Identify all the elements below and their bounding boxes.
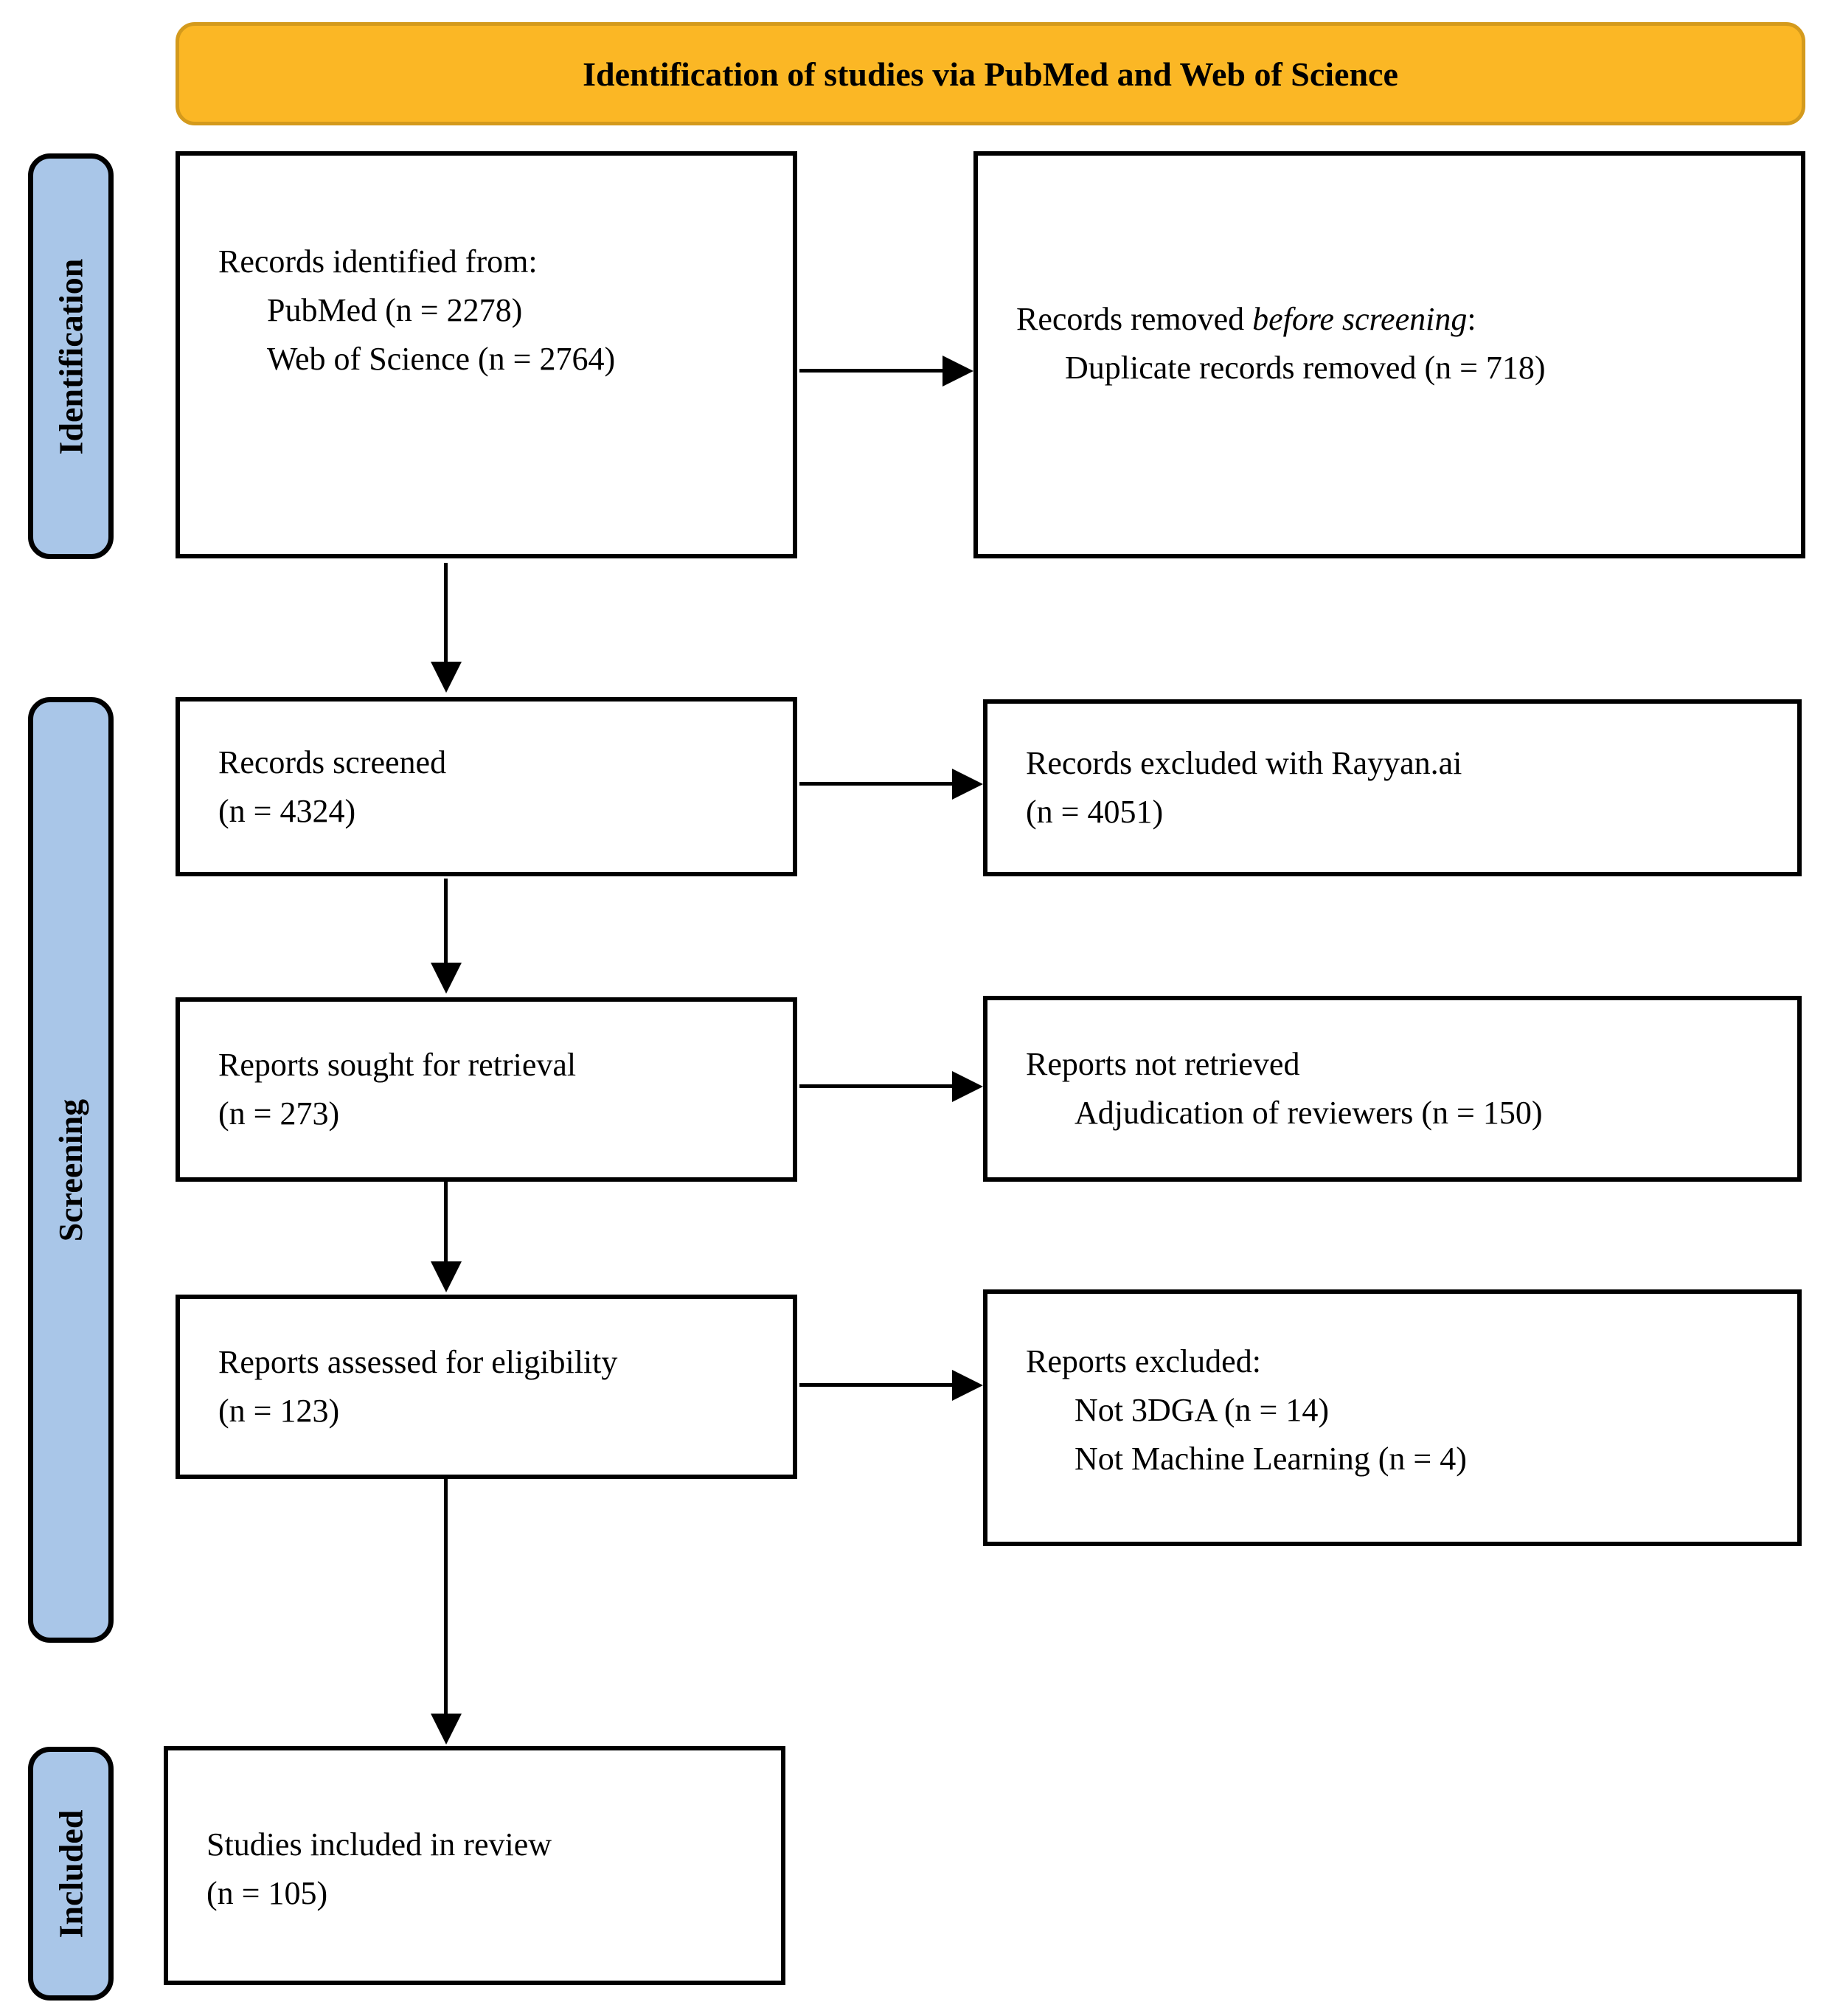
stage-label-screening: Screening <box>52 1098 90 1241</box>
arrow-line <box>444 563 448 662</box>
box-line: (n = 123) <box>218 1393 340 1429</box>
box-line-text: : <box>1467 301 1476 337</box>
box-records-identified: Records identified from: PubMed (n = 227… <box>176 151 797 558</box>
box-records-screened: Records screened (n = 4324) <box>176 697 797 876</box>
box-line: (n = 105) <box>206 1875 328 1911</box>
arrow-line <box>444 1181 448 1261</box>
box-line: (n = 4324) <box>218 792 356 829</box>
box-records-removed: Records removed before screening: Duplic… <box>973 151 1805 558</box>
box-reports-excluded: Reports excluded: Not 3DGA (n = 14) Not … <box>983 1289 1802 1546</box>
arrowhead-right-icon <box>942 356 973 387</box>
arrowhead-down-icon <box>431 1261 462 1292</box>
box-line: Records removed before screening: <box>1016 295 1786 344</box>
arrowhead-right-icon <box>952 1071 983 1102</box>
stage-label-included: Included <box>52 1809 90 1938</box>
box-line: (n = 4051) <box>1026 794 1164 830</box>
arrowhead-down-icon <box>431 963 462 994</box>
box-reports-not-retrieved: Reports not retrieved Adjudication of re… <box>983 996 1802 1182</box>
arrow-line <box>444 1479 448 1714</box>
box-line: Adjudication of reviewers (n = 150) <box>1075 1095 1543 1131</box>
stage-bar-identification: Identification <box>28 153 114 559</box>
box-line: Not Machine Learning (n = 4) <box>1075 1441 1467 1477</box>
box-line: Reports excluded: <box>1026 1343 1261 1379</box>
box-line: Records screened <box>218 744 447 780</box>
box-line: Studies included in review <box>206 1826 552 1863</box>
title-banner: Identification of studies via PubMed and… <box>176 22 1805 125</box>
box-line: (n = 273) <box>218 1095 340 1132</box>
box-line: Web of Science (n = 2764) <box>267 341 616 377</box>
arrow-line <box>444 879 448 963</box>
arrow-line <box>799 369 942 373</box>
box-reports-assessed: Reports assessed for eligibility (n = 12… <box>176 1295 797 1479</box>
box-line-italic-text: before screening <box>1252 301 1468 337</box>
box-line: Reports not retrieved <box>1026 1046 1300 1082</box>
box-reports-sought: Reports sought for retrieval (n = 273) <box>176 997 797 1182</box>
stage-bar-screening: Screening <box>28 697 114 1643</box>
diagram-title: Identification of studies via PubMed and… <box>583 55 1398 93</box>
box-studies-included: Studies included in review (n = 105) <box>164 1746 785 1985</box>
box-line: PubMed (n = 2278) <box>267 292 523 328</box>
stage-bar-included: Included <box>28 1747 114 2001</box>
arrow-line <box>799 782 952 786</box>
box-line: Records excluded with Rayyan.ai <box>1026 745 1462 781</box>
arrowhead-down-icon <box>431 1714 462 1745</box>
box-records-excluded: Records excluded with Rayyan.ai (n = 405… <box>983 699 1802 876</box>
arrowhead-right-icon <box>952 1370 983 1401</box>
box-line-text: Records removed <box>1016 301 1253 337</box>
box-line: Duplicate records removed (n = 718) <box>1065 350 1546 386</box>
arrow-line <box>799 1084 952 1088</box>
box-line: Reports assessed for eligibility <box>218 1344 618 1380</box>
arrowhead-right-icon <box>952 769 983 800</box>
box-line: Not 3DGA (n = 14) <box>1075 1392 1330 1428</box>
arrowhead-down-icon <box>431 662 462 693</box>
box-line: Records identified from: <box>218 243 538 280</box>
box-line: Reports sought for retrieval <box>218 1047 577 1083</box>
stage-label-identification: Identification <box>52 258 90 454</box>
arrow-line <box>799 1383 952 1387</box>
